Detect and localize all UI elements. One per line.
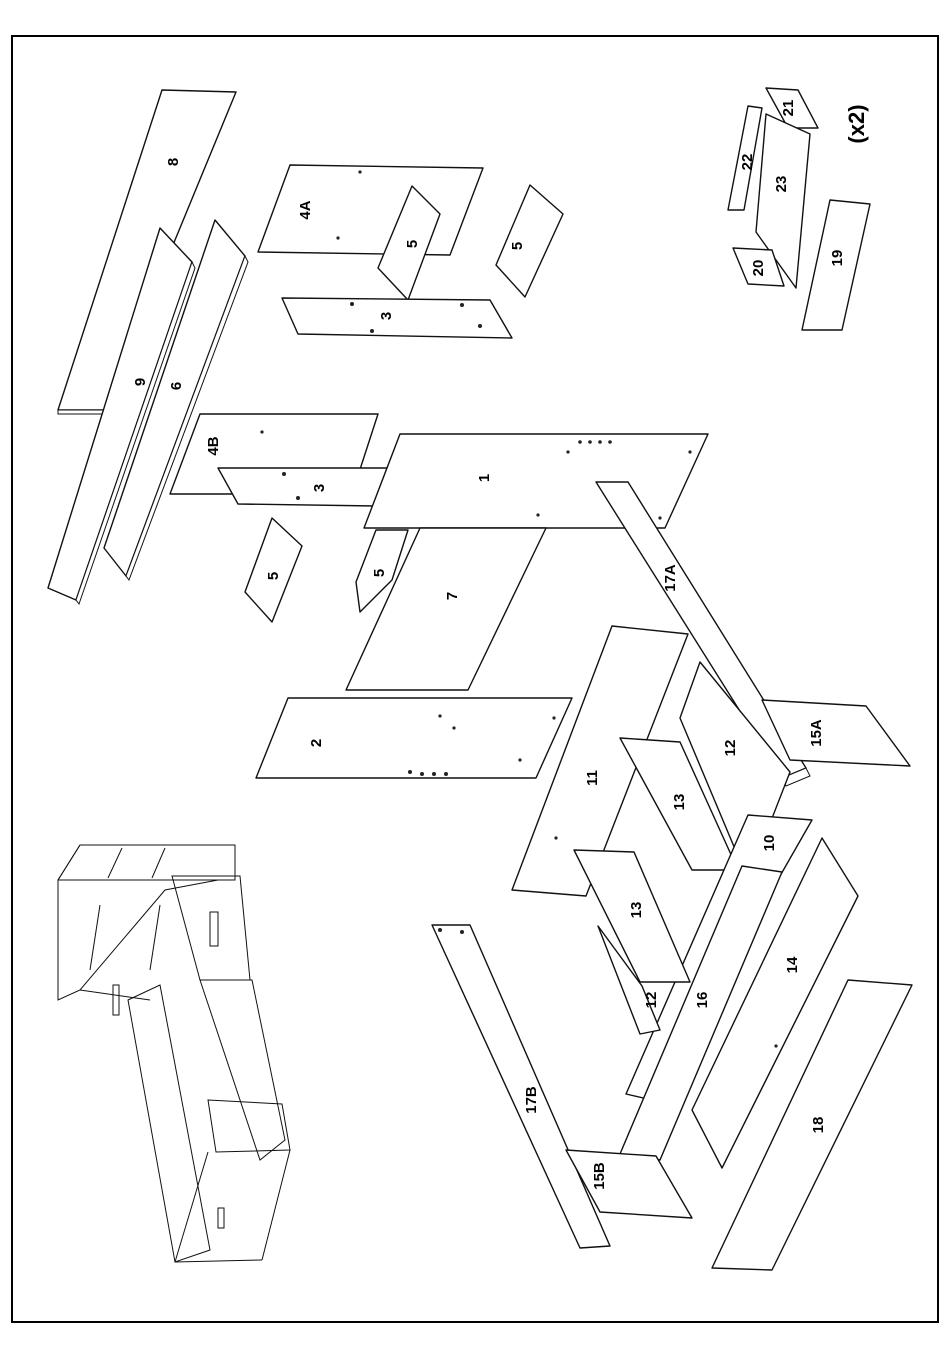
label-part-11: 11	[584, 770, 601, 786]
part-3-panel-b	[218, 468, 392, 506]
label-part-4a: 4A	[297, 200, 314, 219]
part-1-panel	[364, 434, 708, 528]
label-part-15b: 15B	[591, 1162, 608, 1190]
label-part-5-b: 5	[509, 242, 526, 250]
label-part-7: 7	[444, 592, 461, 600]
label-part-9: 9	[132, 378, 149, 386]
assembled-unit-sketch	[58, 845, 290, 1262]
part-3-panel-a	[282, 298, 512, 338]
label-part-5-c: 5	[265, 572, 282, 580]
label-part-17a: 17A	[662, 564, 679, 592]
label-part-20: 20	[750, 260, 767, 277]
label-part-6: 6	[168, 382, 185, 390]
label-part-14: 14	[784, 956, 801, 973]
label-part-5-a: 5	[404, 240, 421, 248]
part-5-shelf-c	[245, 518, 302, 622]
label-part-18: 18	[810, 1117, 827, 1134]
label-part-12-b: 12	[643, 992, 660, 1009]
label-part-1: 1	[476, 474, 493, 482]
quantity-note: (x2)	[844, 104, 869, 143]
label-part-15a: 15A	[808, 719, 825, 747]
label-part-22: 22	[739, 154, 756, 171]
label-part-8: 8	[165, 158, 182, 166]
label-part-12-a: 12	[722, 740, 739, 757]
label-part-16: 16	[694, 992, 711, 1009]
label-part-4b: 4B	[205, 436, 222, 455]
part-5-shelf-b	[496, 185, 563, 297]
part-2-panel	[256, 698, 572, 778]
label-part-13-a: 13	[671, 794, 688, 811]
part-4a-panel	[258, 165, 483, 255]
label-part-19: 19	[829, 250, 846, 267]
label-part-2: 2	[308, 739, 325, 747]
part-17b-rail	[432, 925, 610, 1248]
label-part-3-a: 3	[378, 312, 395, 320]
label-part-10: 10	[761, 835, 778, 852]
label-part-21: 21	[780, 100, 797, 117]
label-part-17b: 17B	[523, 1086, 540, 1114]
label-part-5-d: 5	[371, 569, 388, 577]
label-part-13-b: 13	[628, 902, 645, 919]
label-part-23: 23	[773, 176, 790, 193]
label-part-3-b: 3	[311, 484, 328, 492]
